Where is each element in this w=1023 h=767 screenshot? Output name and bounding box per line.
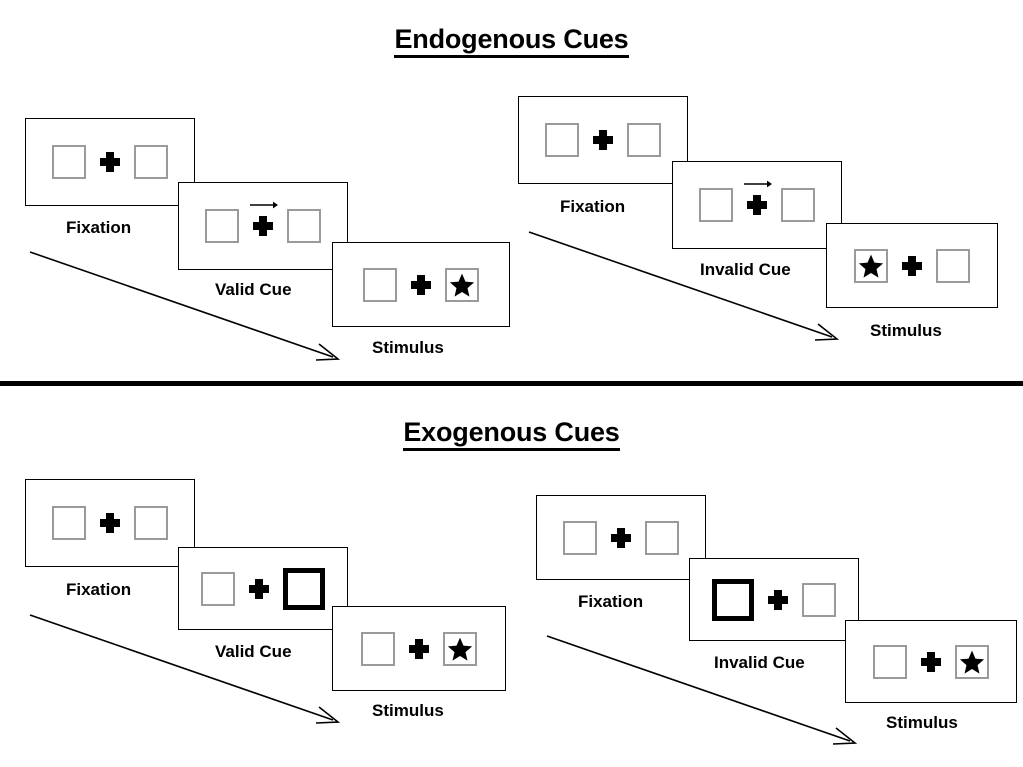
left-placeholder-box — [873, 644, 907, 679]
caption-exogenous-invalid-fixation: Fixation — [578, 592, 644, 611]
time-progression-arrow-icon-endogenous-valid — [29, 251, 341, 361]
left-placeholder-box — [563, 520, 597, 555]
panel-endogenous-invalid-stimulus — [826, 223, 998, 308]
fixation-cross-icon — [249, 578, 269, 599]
right-placeholder-box — [287, 209, 321, 243]
right-placeholder-box — [134, 506, 168, 540]
panel-exogenous-invalid-cue — [689, 558, 859, 641]
right-placeholder-box — [802, 582, 836, 617]
stimulus-row — [712, 578, 836, 621]
panel-exogenous-valid-stimulus — [332, 606, 506, 691]
section-title-exogenous-text: Exogenous Cues — [403, 417, 620, 451]
caption-exogenous-invalid-stimulus: Stimulus — [886, 713, 958, 732]
rightward-arrow-cue-icon — [250, 201, 278, 209]
panel-endogenous-invalid-cue — [672, 161, 842, 249]
fixation-cross-icon — [409, 638, 429, 659]
star-icon — [447, 637, 473, 661]
left-placeholder-box — [205, 209, 239, 243]
caption-exogenous-valid-stimulus: Stimulus — [372, 701, 444, 720]
stimulus-row — [363, 267, 479, 302]
right-placeholder-box — [645, 520, 679, 555]
star-icon — [449, 273, 475, 297]
stimulus-row — [873, 644, 989, 679]
left-placeholder-box — [699, 188, 733, 222]
star-icon — [858, 254, 884, 278]
time-progression-arrow-icon-endogenous-invalid — [528, 231, 840, 341]
section-divider — [0, 381, 1023, 386]
fixation-cross-icon — [768, 589, 788, 610]
fixation-cross-icon — [921, 651, 941, 672]
star-icon — [959, 650, 985, 674]
section-title-exogenous: Exogenous Cues — [0, 417, 1023, 451]
panel-exogenous-valid-cue — [178, 547, 348, 630]
fixation-cross-icon — [611, 527, 631, 548]
right-target-box — [955, 644, 989, 679]
caption-endogenous-valid-cue: Valid Cue — [215, 280, 292, 299]
panel-endogenous-invalid-fixation — [518, 96, 688, 184]
fixation-cross-icon — [411, 274, 431, 295]
left-placeholder-box — [545, 123, 579, 157]
fixation-cross-icon — [100, 152, 120, 172]
panel-endogenous-valid-fixation — [25, 118, 195, 206]
caption-endogenous-valid-stimulus: Stimulus — [372, 338, 444, 357]
left-placeholder-box — [52, 145, 86, 179]
panel-endogenous-valid-stimulus — [332, 242, 510, 327]
left-placeholder-box — [201, 571, 235, 606]
rightward-arrow-cue-icon — [744, 180, 772, 188]
stimulus-row — [52, 145, 168, 179]
section-title-endogenous-text: Endogenous Cues — [394, 24, 629, 58]
panel-exogenous-invalid-fixation — [536, 495, 706, 580]
panel-exogenous-invalid-stimulus — [845, 620, 1017, 703]
left-placeholder-box — [363, 267, 397, 302]
stimulus-row — [201, 567, 325, 610]
stimulus-row — [545, 123, 661, 157]
panel-exogenous-valid-fixation — [25, 479, 195, 567]
left-placeholder-box — [361, 631, 395, 666]
left-placeholder-box — [52, 506, 86, 540]
fixation-cross-icon — [744, 180, 772, 215]
right-target-box — [445, 267, 479, 302]
time-progression-arrow-icon-exogenous-invalid — [546, 635, 858, 745]
caption-endogenous-valid-fixation: Fixation — [66, 218, 132, 237]
stimulus-row — [361, 631, 477, 666]
fixation-cross-icon — [593, 130, 613, 150]
panel-endogenous-valid-cue — [178, 182, 348, 270]
left-target-box — [854, 248, 888, 283]
right-target-box — [443, 631, 477, 666]
section-title-endogenous: Endogenous Cues — [0, 24, 1023, 58]
caption-endogenous-invalid-fixation: Fixation — [560, 197, 626, 216]
fixation-cross-icon — [250, 201, 278, 236]
right-placeholder-box — [936, 248, 970, 283]
fixation-cross-icon — [100, 513, 120, 533]
caption-exogenous-valid-fixation: Fixation — [66, 580, 132, 599]
caption-endogenous-invalid-stimulus: Stimulus — [870, 321, 942, 340]
right-placeholder-box — [134, 145, 168, 179]
stimulus-row — [699, 180, 815, 222]
right-placeholder-box — [781, 188, 815, 222]
caption-exogenous-valid-cue: Valid Cue — [215, 642, 292, 661]
stimulus-row — [854, 248, 970, 283]
caption-endogenous-invalid-cue: Invalid Cue — [700, 260, 791, 279]
right-cue-box-highlighted — [283, 567, 325, 610]
caption-exogenous-invalid-cue: Invalid Cue — [714, 653, 805, 672]
stimulus-row — [563, 520, 679, 555]
stimulus-row — [52, 506, 168, 540]
time-progression-arrow-icon-exogenous-valid — [29, 614, 341, 724]
fixation-cross-icon — [902, 255, 922, 276]
stimulus-row — [205, 201, 321, 243]
left-cue-box-highlighted — [712, 578, 754, 621]
right-placeholder-box — [627, 123, 661, 157]
